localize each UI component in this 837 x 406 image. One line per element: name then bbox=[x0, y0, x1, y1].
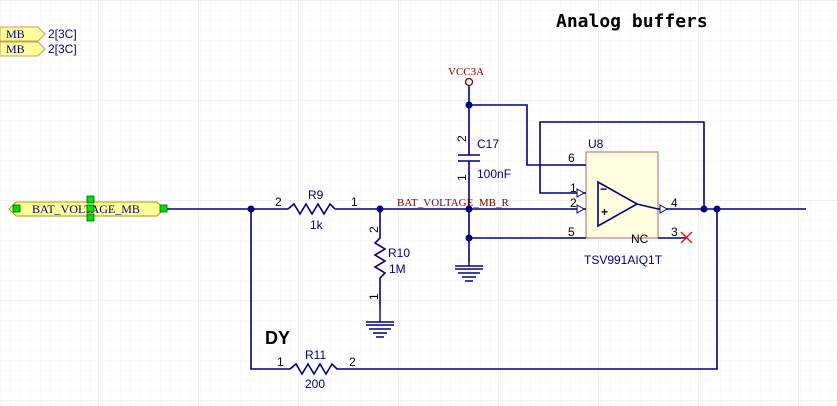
selection-handle[interactable] bbox=[159, 204, 168, 213]
bat-voltage-port[interactable]: BAT_VOLTAGE_MB bbox=[8, 195, 168, 222]
dy-note: DY bbox=[265, 328, 290, 348]
net-label[interactable]: BAT_VOLTAGE_MB_R bbox=[397, 197, 509, 209]
no-connect-icon bbox=[680, 231, 693, 244]
wires bbox=[167, 86, 806, 370]
r10-designator: R10 bbox=[388, 246, 410, 260]
u8-pin-3: 3 bbox=[671, 225, 678, 239]
selection-handle[interactable] bbox=[12, 204, 21, 213]
r11-value: 200 bbox=[305, 377, 325, 391]
r11-pin-left: 1 bbox=[277, 355, 284, 369]
u8-minus: − bbox=[600, 182, 607, 196]
ground-symbol bbox=[366, 306, 394, 338]
resistor-r9[interactable]: R9 1k 2 1 bbox=[275, 188, 358, 232]
u8-pin-5: 5 bbox=[568, 225, 575, 239]
u8-designator: U8 bbox=[588, 137, 604, 151]
bat-voltage-port-label: BAT_VOLTAGE_MB bbox=[32, 202, 140, 216]
c17-value: 100nF bbox=[477, 167, 511, 181]
offsheet-port-2-ref: 2[3C] bbox=[48, 42, 77, 56]
resistor-r11[interactable]: R11 200 1 2 bbox=[277, 348, 356, 391]
offsheet-port-1[interactable]: MB bbox=[0, 26, 46, 42]
opamp-u8[interactable]: U8 TSV991AIQ1T NC − + 6 1 2 5 4 3 bbox=[568, 137, 693, 267]
u8-pin-6: 6 bbox=[568, 151, 575, 165]
u8-pin-4: 4 bbox=[671, 196, 678, 210]
r9-pin-right: 1 bbox=[351, 195, 358, 209]
c17-pin-top: 2 bbox=[455, 135, 469, 142]
selection-handle[interactable] bbox=[86, 195, 95, 204]
junctions bbox=[247, 101, 721, 242]
c17-pin-bottom: 1 bbox=[455, 174, 469, 181]
power-port-label: VCC3A bbox=[448, 66, 484, 78]
selection-handle[interactable] bbox=[86, 213, 95, 222]
selection-handle[interactable] bbox=[86, 204, 95, 213]
sheet-title: Analog buffers bbox=[556, 11, 708, 32]
offsheet-port-1-ref: 2[3C] bbox=[48, 27, 77, 41]
u8-part: TSV991AIQ1T bbox=[584, 253, 663, 267]
offsheet-port-1-label: MB bbox=[6, 27, 25, 41]
r9-pin-left: 2 bbox=[275, 195, 282, 209]
u8-pin-1: 1 bbox=[570, 181, 577, 195]
r11-pin-right: 2 bbox=[349, 355, 356, 369]
offsheet-port-2-label: MB bbox=[6, 42, 25, 56]
ground-symbol bbox=[455, 262, 483, 282]
resistor-r10[interactable]: R10 1M 2 1 bbox=[367, 226, 410, 306]
r10-pin-bottom: 1 bbox=[367, 293, 381, 300]
r11-designator: R11 bbox=[305, 348, 326, 362]
offsheet-port-2[interactable]: MB bbox=[0, 41, 46, 57]
capacitor-c17[interactable]: C17 100nF 2 1 bbox=[455, 135, 511, 181]
u8-pin-2: 2 bbox=[570, 196, 577, 210]
power-port-vcc3a[interactable]: VCC3A bbox=[448, 66, 484, 87]
r10-value: 1M bbox=[389, 262, 406, 276]
r9-value: 1k bbox=[310, 218, 324, 232]
r10-pin-top: 2 bbox=[367, 226, 381, 233]
c17-designator: C17 bbox=[477, 137, 499, 151]
u8-plus: + bbox=[601, 205, 608, 219]
r9-designator: R9 bbox=[308, 188, 324, 202]
u8-nc-label: NC bbox=[631, 232, 649, 246]
